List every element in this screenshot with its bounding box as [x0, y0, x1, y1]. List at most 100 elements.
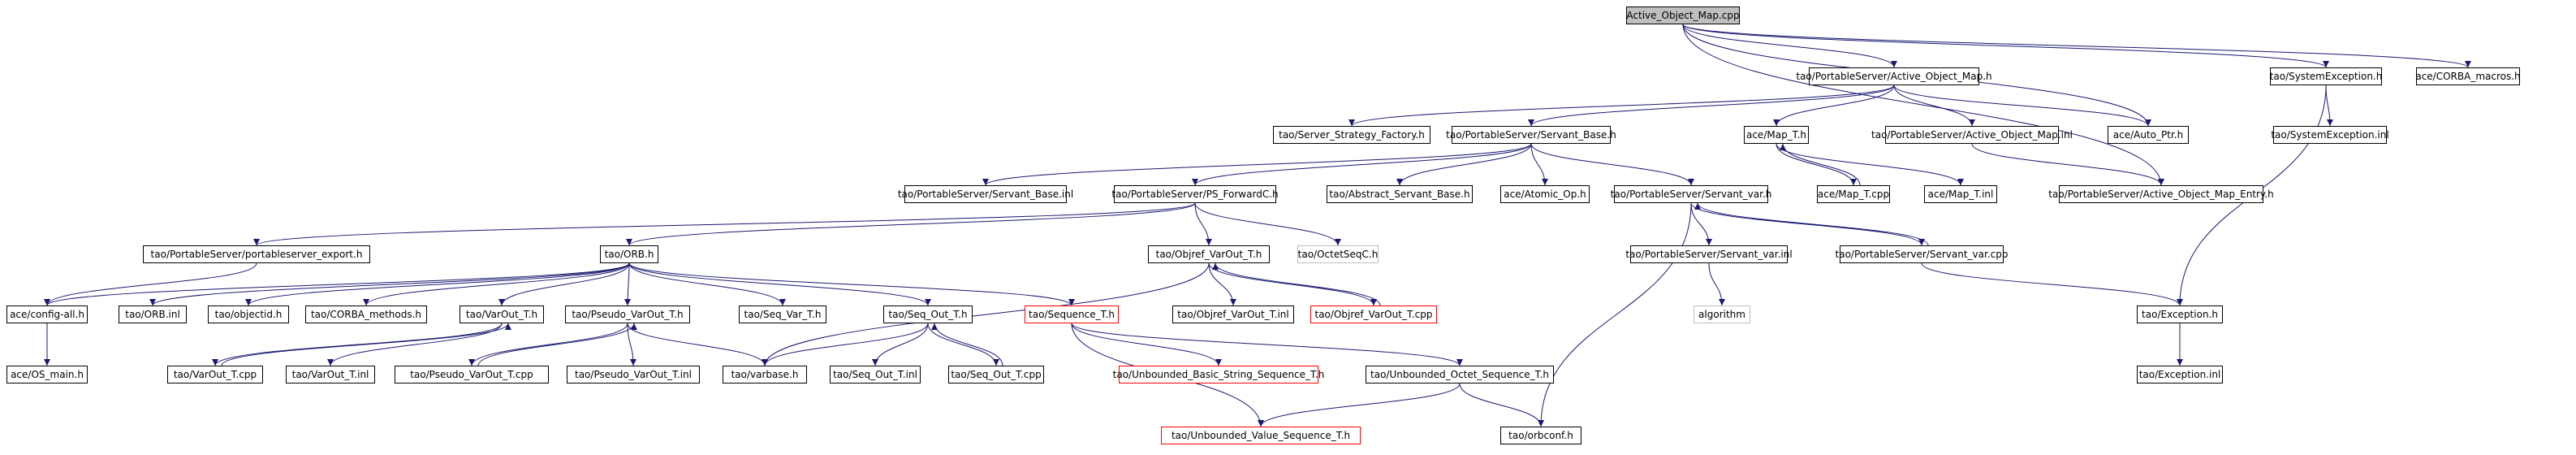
node-servant-var-inl[interactable]: tao/PortableServer/Servant_var.inl	[1625, 245, 1793, 263]
node-servant-base-inl[interactable]: tao/PortableServer/Servant_Base.inl	[898, 185, 1073, 203]
node-varout-t-h[interactable]: tao/VarOut_T.h	[460, 306, 544, 323]
node-unbounded-octet-sequence-t-h[interactable]: tao/Unbounded_Octet_Sequence_T.h	[1366, 366, 1554, 384]
edge-map_t_cpp-to-map_t_h	[1780, 143, 1861, 186]
node-orb-inl[interactable]: tao/ORB.inl	[119, 306, 187, 323]
edge-varout_cpp-to-varout_h	[221, 323, 511, 366]
edge-pvo_h-to-pvo_inl	[627, 323, 636, 366]
edge-orb_h-to-config_all	[44, 262, 630, 306]
edge-sv_cpp-to-exception_h	[1921, 262, 2183, 306]
edge-orb_h-to-corba_methods	[363, 262, 630, 306]
edge-aom_inl-to-aom_entry	[1971, 143, 2164, 186]
edge-pvo_cpp-to-pvo_h	[477, 323, 637, 366]
edge-aom_h-to-ssf	[1348, 84, 1895, 127]
edge-pvo_h-to-pvo_cpp	[468, 323, 628, 366]
edge-seqout_h-to-seqout_inl	[872, 323, 929, 366]
node-atomic-op-h[interactable]: ace/Atomic_Op.h	[1500, 185, 1590, 203]
node-objectid-h[interactable]: tao/objectid.h	[208, 306, 289, 323]
edge-sv_h-to-sv_cpp	[1690, 202, 1925, 246]
node-config-all-h[interactable]: ace/config-all.h	[6, 306, 88, 323]
node-map-t-inl[interactable]: ace/Map_T.inl	[1924, 185, 1997, 203]
node-pseudo-varout-t-inl[interactable]: tao/Pseudo_VarOut_T.inl	[567, 366, 700, 384]
node-system-exception-h[interactable]: tao/SystemException.h	[2270, 67, 2382, 85]
node-seq-var-t-h[interactable]: tao/Seq_Var_T.h	[739, 306, 826, 323]
edge-sb_h-to-sb_inl	[982, 143, 1532, 186]
node-objref-varout-t-h[interactable]: tao/Objref_VarOut_T.h	[1148, 245, 1270, 263]
edge-uos-to-uvs	[1258, 383, 1461, 427]
node-sequence-t-h[interactable]: tao/Sequence_T.h	[1025, 306, 1119, 323]
node-varout-t-cpp[interactable]: tao/VarOut_T.cpp	[167, 366, 263, 384]
node-servant-base-h[interactable]: tao/PortableServer/Servant_Base.h	[1446, 126, 1616, 144]
edge-map_t_h-to-map_t_cpp	[1776, 143, 1857, 186]
node-os-main-h[interactable]: ace/OS_main.h	[6, 366, 88, 384]
node-seq-out-t-h[interactable]: tao/Seq_Out_T.h	[883, 306, 973, 323]
node-root: Active_Object_Map.cpp	[1626, 6, 1740, 24]
edge-ps_fwd-to-orb_h	[626, 202, 1196, 246]
edge-sv_h-to-orbconf	[1538, 202, 1692, 427]
edge-orb_h-to-varout_h	[498, 262, 630, 306]
node-portableserver-export-h[interactable]: tao/PortableServer/portableserver_export…	[143, 245, 370, 263]
node-objref-varout-t-cpp[interactable]: tao/Objref_VarOut_T.cpp	[1310, 306, 1437, 323]
edge-root-to-sysexc_h	[1682, 24, 2329, 68]
edge-varout_h-to-varout_cpp	[212, 323, 503, 366]
edge-objref_h-to-varbase	[762, 262, 1210, 366]
edge-map_t_h-to-map_t_inl	[1776, 143, 1964, 186]
edge-pse-to-config_all	[44, 262, 257, 306]
edge-objref_h-to-objref_inl	[1208, 262, 1236, 306]
edge-sequence_t-to-uos	[1071, 323, 1463, 366]
edge-root-to-corba_macros	[1682, 24, 2471, 68]
node-servant-var-h[interactable]: tao/PortableServer/Servant_var.h	[1611, 185, 1771, 203]
node-exception-inl[interactable]: tao/Exception.inl	[2137, 366, 2223, 384]
node-octetseqc-h: tao/OctetSeqC.h	[1297, 245, 1379, 263]
node-objref-varout-t-inl[interactable]: tao/Objref_VarOut_T.inl	[1172, 306, 1294, 323]
edge-objref_h-to-objref_cpp	[1208, 262, 1377, 306]
node-ps-forwardc-h[interactable]: tao/PortableServer/PS_ForwardC.h	[1111, 185, 1279, 203]
node-auto-ptr-h[interactable]: ace/Auto_Ptr.h	[2108, 126, 2189, 144]
edge-orb_h-to-seqvar	[628, 262, 786, 306]
edge-aom_h-to-sb_h	[1528, 84, 1895, 127]
node-seq-out-t-cpp[interactable]: tao/Seq_Out_T.cpp	[948, 366, 1044, 384]
node-varbase-h[interactable]: tao/varbase.h	[723, 366, 807, 384]
edge-sb_h-to-ps_fwd	[1192, 143, 1532, 186]
edge-uos-to-orbconf	[1459, 383, 1544, 427]
node-orb-h[interactable]: tao/ORB.h	[600, 245, 658, 263]
node-active-object-map-entry-h[interactable]: tao/PortableServer/Active_Object_Map_Ent…	[2048, 185, 2274, 203]
edge-orb_h-to-orb_inl	[149, 262, 630, 306]
edge-sequence_t-to-ubss	[1071, 323, 1222, 366]
node-seq-out-t-inl[interactable]: tao/Seq_Out_T.inl	[830, 366, 921, 384]
node-active-object-map-inl[interactable]: tao/PortableServer/Active_Object_Map.inl	[1871, 126, 2073, 144]
node-algorithm: algorithm	[1694, 306, 1750, 323]
edge-aom_h-to-map_t_h	[1773, 84, 1895, 127]
node-server-strategy-factory-h[interactable]: tao/Server_Strategy_Factory.h	[1273, 126, 1430, 144]
node-pseudo-varout-t-cpp[interactable]: tao/Pseudo_VarOut_T.cpp	[395, 366, 549, 384]
edge-seqout_cpp-to-seqout_h	[931, 323, 1003, 366]
node-servant-var-cpp[interactable]: tao/PortableServer/Servant_var.cpp	[1836, 245, 2008, 263]
node-pseudo-varout-t-h[interactable]: tao/Pseudo_VarOut_T.h	[565, 306, 690, 323]
edge-seqout_h-to-varbase	[762, 323, 929, 366]
edge-sysexc_h-to-sysexc_inl	[2325, 84, 2333, 127]
edge-orb_h-to-objectid	[245, 262, 630, 306]
edge-pvo_h-to-varbase	[627, 323, 768, 366]
edge-objref_cpp-to-objref_h	[1212, 262, 1381, 306]
node-unbounded-basic-string-sequence-t-h[interactable]: tao/Unbounded_Basic_String_Sequence_T.h	[1113, 366, 1324, 384]
node-map-t-h[interactable]: ace/Map_T.h	[1744, 126, 1809, 144]
node-orbconf-h[interactable]: tao/orbconf.h	[1500, 427, 1581, 444]
node-corba-macros-h[interactable]: ace/CORBA_macros.h	[2415, 67, 2521, 85]
node-map-t-cpp[interactable]: ace/Map_T.cpp	[1817, 185, 1890, 203]
node-unbounded-value-sequence-t-h[interactable]: tao/Unbounded_Value_Sequence_T.h	[1161, 427, 1361, 444]
node-abstract-servant-base-h[interactable]: tao/Abstract_Servant_Base.h	[1327, 185, 1473, 203]
edge-sb_h-to-abs_sb	[1396, 143, 1532, 186]
edge-orb_h-to-sequence_t	[628, 262, 1075, 306]
edge-aom_h-to-auto_ptr	[1893, 84, 2151, 127]
edge-ps_fwd-to-objref_h	[1194, 202, 1212, 246]
node-corba-methods-h[interactable]: tao/CORBA_methods.h	[305, 306, 427, 323]
edge-sv_h-to-sv_inl	[1690, 202, 1712, 246]
edge-orb_h-to-seqout_h	[628, 262, 931, 306]
node-exception-h[interactable]: tao/Exception.h	[2137, 306, 2223, 323]
edge-root-to-aom_h	[1682, 24, 1897, 68]
node-active-object-map-h[interactable]: tao/PortableServer/Active_Object_Map.h	[1796, 67, 1992, 85]
node-varout-t-inl[interactable]: tao/VarOut_T.inl	[286, 366, 375, 384]
edge-sb_h-to-sv_h	[1530, 143, 1694, 186]
node-system-exception-inl[interactable]: tao/SystemException.inl	[2271, 126, 2389, 144]
